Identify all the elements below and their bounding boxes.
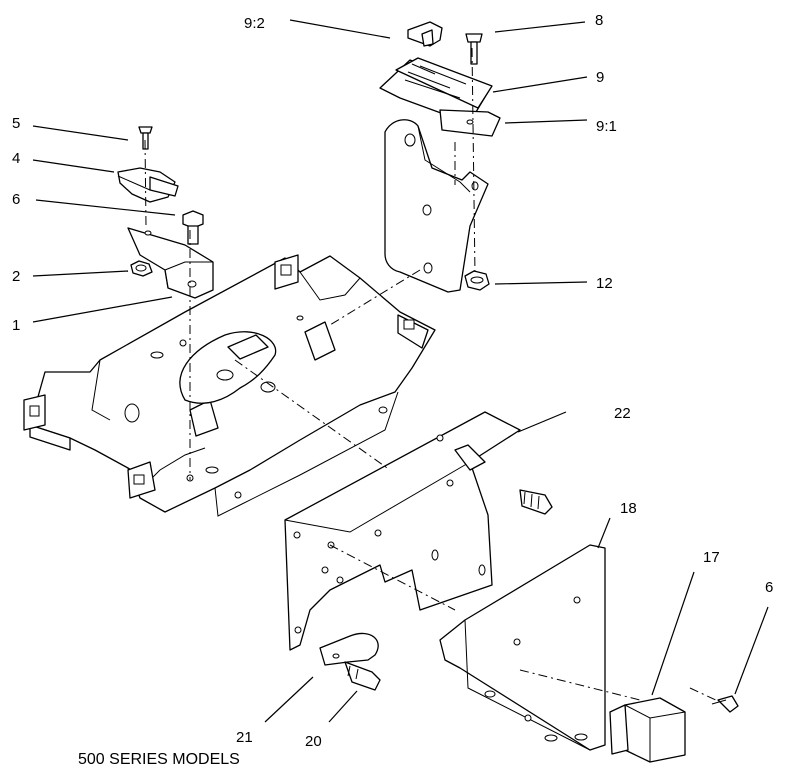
callout-21: 21: [236, 729, 253, 746]
clamp-bolt: [344, 661, 381, 691]
plate-bolt: [519, 489, 553, 515]
callout-22: 22: [614, 405, 631, 422]
cable-clamp: [319, 632, 379, 666]
callout-labels: 9:2 8 9 9:1 5 4 6 2 1 12 22 18 17 6 21 2…: [12, 12, 773, 750]
callout-2: 2: [12, 268, 20, 285]
callout-12: 12: [596, 275, 613, 292]
callout-6-bottom: 6: [765, 579, 773, 596]
side-bracket: [439, 544, 606, 751]
hex-nut: [130, 260, 153, 277]
callout-18: 18: [620, 500, 637, 517]
callout-1: 1: [12, 317, 20, 334]
diagram-caption: 500 SERIES MODELS: [78, 751, 240, 768]
rubber-bumper: [609, 697, 686, 763]
leader-lines: [32, 19, 769, 723]
callout-9-1: 9:1: [596, 118, 617, 135]
callout-6-top: 6: [12, 191, 20, 208]
base-plate: [23, 254, 436, 517]
housing-screw: [465, 33, 483, 65]
front-plate: [284, 411, 521, 651]
micro-switch: [117, 167, 179, 203]
callout-4: 4: [12, 150, 20, 167]
fuse-clip: [407, 21, 443, 47]
switch-bolt: [182, 210, 204, 245]
callout-9-2: 9:2: [244, 15, 265, 32]
bumper-screw: [711, 695, 739, 713]
callout-8: 8: [595, 12, 603, 29]
callout-20: 20: [305, 733, 322, 750]
seat-bracket: [384, 119, 489, 293]
callout-17: 17: [703, 549, 720, 566]
mounting-plate: [439, 109, 501, 137]
callout-5: 5: [12, 115, 20, 132]
bracket-nut: [464, 270, 490, 291]
switch-bracket: [127, 227, 214, 299]
callout-9: 9: [596, 69, 604, 86]
alignment-lines: [144, 47, 721, 703]
